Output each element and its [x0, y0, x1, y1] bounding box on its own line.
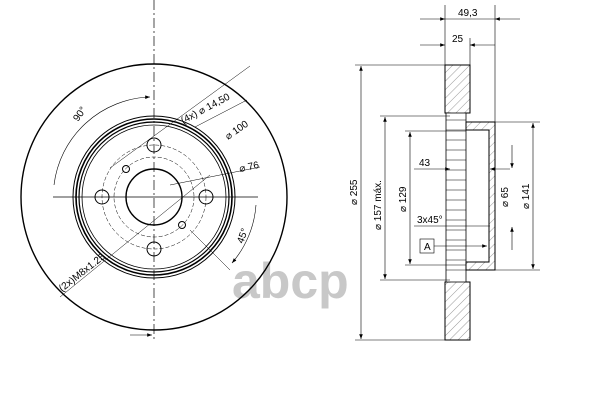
- depth-label: 43: [419, 158, 431, 169]
- hub-bore-label: ⌀ 65: [500, 187, 511, 207]
- datum-label: A: [424, 242, 431, 253]
- thread-hole: [122, 165, 130, 173]
- hat-diameter-label: ⌀ 141: [521, 183, 532, 209]
- total-width-label: 49,3: [458, 8, 478, 19]
- vent-section: [445, 112, 467, 283]
- chamfer-label: 3x45°: [417, 215, 443, 226]
- thread-hole: [178, 221, 186, 229]
- watermark-logo: abcp: [232, 253, 349, 309]
- max-diameter-label: ⌀ 157 máx.: [373, 180, 384, 230]
- thread-label: (2x)M8x1.25: [57, 251, 108, 294]
- disc-thickness-label: 25: [452, 34, 464, 45]
- hat-section: [465, 121, 496, 271]
- inner-diameter-label: ⌀ 129: [398, 186, 409, 212]
- datum-box: [419, 238, 435, 254]
- center-bore-label: ⌀ 76: [238, 160, 260, 175]
- angle-45-label: 45°: [235, 227, 251, 245]
- front-view: [20, 0, 288, 340]
- pcd-label: ⌀ 100: [223, 119, 251, 143]
- outer-diameter-label: ⌀ 255: [349, 179, 360, 205]
- angle-90-label: 90°: [71, 105, 89, 124]
- side-view: [355, 5, 540, 341]
